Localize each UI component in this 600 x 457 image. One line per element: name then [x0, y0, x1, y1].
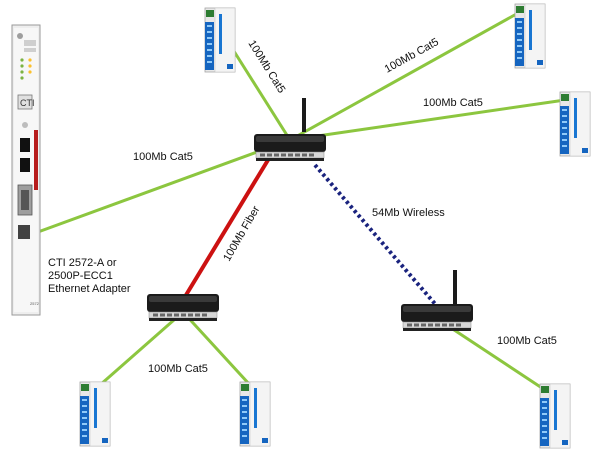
- cat5-label-right: 100Mb Cat5: [423, 97, 483, 109]
- link-switch-to-io-bottom-left: [99, 310, 184, 387]
- adapter-caption-line: CTI 2572-A or: [48, 257, 117, 269]
- wireless-router-icon: [253, 98, 327, 162]
- plc-card-icon: CTI 2572: [11, 24, 41, 316]
- cat5-links: [26, 10, 566, 392]
- wireless-link: [313, 163, 438, 307]
- cat5-label-adapter: 100Mb Cat5: [133, 151, 193, 163]
- io-module-icon: [539, 383, 571, 449]
- cat5-label-bottom-left: 100Mb Cat5: [148, 363, 208, 375]
- io-module-icon: [514, 3, 546, 69]
- fiber-link: [181, 158, 270, 302]
- io-module-icon: [239, 381, 271, 447]
- wireless-label: 54Mb Wireless: [372, 207, 445, 219]
- svg-text:2572: 2572: [30, 301, 40, 306]
- fiber-label: 100Mb Fiber: [221, 204, 262, 264]
- io-module-icon: [204, 7, 236, 73]
- cat5-label-top-right: 100Mb Cat5: [383, 36, 441, 76]
- adapter-caption: CTI 2572-A or 2500P-ECC1 Ethernet Adapte…: [48, 257, 158, 296]
- link-router-to-io-right: [289, 98, 566, 142]
- io-module-icon: [559, 91, 591, 157]
- adapter-caption-line: Ethernet Adapter: [48, 283, 131, 295]
- link-switch-to-io-bottom-mid: [181, 310, 252, 387]
- remote-wireless-router-icon: [400, 270, 474, 332]
- link-router-to-adapter: [26, 138, 291, 238]
- svg-text:CTI: CTI: [20, 98, 35, 108]
- io-module-icon: [79, 381, 111, 447]
- link-router-to-io-top-right: [289, 10, 521, 142]
- cat5-label-bottom-right: 100Mb Cat5: [497, 335, 557, 347]
- adapter-caption-line: 2500P-ECC1: [48, 270, 113, 282]
- ethernet-switch-icon: [146, 293, 220, 322]
- cat5-label-top-left: 100Mb Cat5: [245, 38, 287, 95]
